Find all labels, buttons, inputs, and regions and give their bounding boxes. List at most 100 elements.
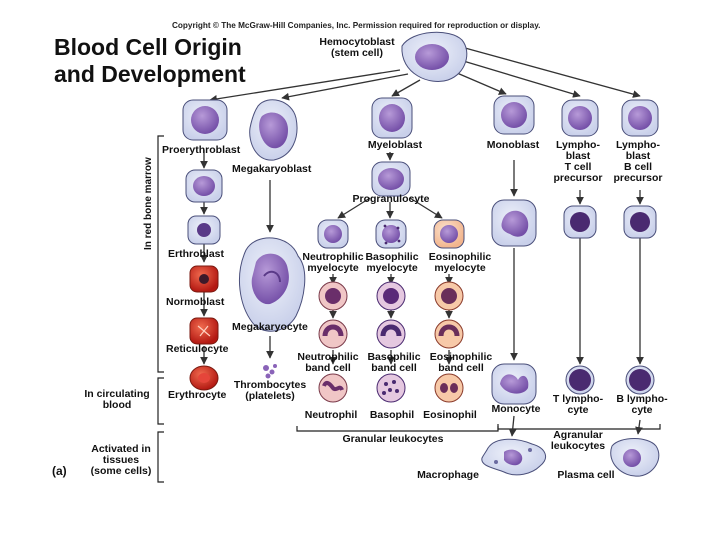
label-t-lymphocyte: T lympho- cyte: [548, 394, 608, 416]
lympho-b-line-4: precursor: [613, 172, 663, 184]
label-normoblast: Normoblast: [166, 296, 225, 308]
thrombocytes-line-1: Thrombocytes: [233, 379, 307, 391]
lympho-t-line-1: Lympho-: [556, 139, 600, 151]
region-label-marrow: In red bone marrow: [143, 157, 154, 250]
prolymphocyte-b-cell: [623, 205, 657, 239]
monocyte-cell: [491, 363, 537, 405]
promonocyte-cell: [491, 199, 537, 247]
monoblast-cell: [493, 95, 535, 135]
marrow-bracket: [157, 135, 164, 373]
basophil-precursor-1-cell: [376, 281, 406, 311]
normoblast-cell: [189, 265, 219, 293]
label-monoblast: Monoblast: [486, 139, 540, 151]
t-lymphocyte-line-1: T lympho-: [552, 393, 604, 405]
lympho-t-line-4: precursor: [553, 172, 603, 184]
blood-bracket: [157, 377, 164, 425]
label-progranulocyte: Progranulocyte: [352, 193, 430, 205]
diagram-title: Blood Cell Origin and Development: [54, 34, 246, 88]
basophilic-band-precursor-cell: [376, 319, 406, 349]
lympho-b-line-2: blast: [625, 150, 651, 162]
label-thrombocytes: Thrombocytes (platelets): [228, 380, 312, 402]
lymphoblast-b-cell: [621, 99, 659, 137]
panel-label: (a): [52, 464, 67, 478]
basophilic-myelocyte-cell: [375, 219, 407, 249]
label-agranular-leukocytes: Agranular leukocytes: [540, 430, 616, 452]
agranular-bracket: [497, 424, 661, 430]
title-line-2: and Development: [54, 61, 246, 87]
lympho-t-line-2: blast: [565, 150, 591, 162]
eosinophilic-myelocyte-cell: [433, 219, 465, 249]
label-hemocytoblast: Hemocytoblast (stem cell): [312, 37, 402, 59]
megakaryoblast-cell: [249, 99, 298, 161]
label-basophil: Basophil: [369, 409, 415, 421]
t-lymphocyte-cell: [565, 365, 595, 395]
eosinophil-precursor-1-cell: [434, 281, 464, 311]
t-lymphocyte-line-2: cyte: [567, 404, 589, 416]
baso-myelo-line-1: Basophilic: [365, 251, 419, 263]
label-erthroblast: Erthroblast: [168, 248, 225, 260]
label-macrophage: Macrophage: [417, 469, 479, 481]
eos-band-line-2: band cell: [438, 362, 484, 374]
hemocytoblast-line-1: Hemocytoblast: [319, 36, 395, 48]
eosinophil-mature-cell: [434, 373, 464, 403]
neut-myelo-line-2: myelocyte: [307, 262, 359, 274]
b-lymphocyte-line-1: B lympho-: [616, 393, 668, 405]
lympho-b-line-3: B cell: [623, 161, 652, 173]
proerythroblast-2-cell: [185, 169, 223, 203]
lineage-arrows: [200, 47, 644, 437]
b-lymphocyte-line-2: cyte: [631, 404, 653, 416]
label-megakaryocyte: Megakaryocyte: [232, 321, 308, 333]
thrombocytes-cells: [263, 364, 277, 379]
macrophage-cell: [481, 438, 547, 476]
granular-bracket: [296, 426, 499, 432]
label-proerythroblast: Proerythroblast: [162, 144, 241, 156]
hemocytoblast-cell: [401, 31, 468, 82]
label-erythrocyte: Erythrocyte: [168, 389, 227, 401]
hemocytoblast-line-2: (stem cell): [331, 47, 383, 59]
region-blood-line-1: In circulating: [84, 388, 150, 400]
myeloblast-cell: [371, 97, 413, 139]
region-tissue-line-2: tissues: [102, 454, 140, 466]
b-lymphocyte-cell: [625, 365, 655, 395]
thrombocytes-line-2: (platelets): [245, 390, 295, 402]
neut-band-line-2: band cell: [305, 362, 351, 374]
region-tissue-line-3: (some cells): [90, 465, 152, 477]
region-brackets: [157, 135, 661, 483]
progranulocyte-cell: [371, 161, 411, 197]
plasma-cell-cell: [610, 438, 660, 477]
label-neutrophilic-myelocyte: Neutrophilic myelocyte: [298, 252, 368, 274]
label-monocyte: Monocyte: [491, 403, 541, 415]
neutrophilic-myelocyte-cell: [317, 219, 349, 249]
neutrophil-band-mature-cell: [318, 373, 348, 403]
eosinophilic-band-precursor-cell: [434, 319, 464, 349]
eos-band-line-1: Eosinophilic: [429, 351, 493, 363]
megakaryocyte-cell: [239, 237, 306, 332]
label-eosinophil: Eosinophil: [423, 409, 477, 421]
label-basophilic-band: Basophilic band cell: [361, 352, 427, 374]
title-line-1: Blood Cell Origin: [54, 34, 242, 60]
eos-myelo-line-2: myelocyte: [434, 262, 486, 274]
region-label-tissue: Activated in tissues (some cells): [84, 444, 158, 477]
basophil-mature-cell: [376, 373, 406, 403]
label-megakaryoblast: Megakaryoblast: [232, 163, 312, 175]
eos-myelo-line-1: Eosinophilic: [428, 251, 492, 263]
label-neutrophilic-band: Neutrophilic band cell: [292, 352, 364, 374]
prolymphocyte-t-cell: [563, 205, 597, 239]
neut-myelo-line-1: Neutrophilic: [302, 251, 364, 263]
neut-band-line-1: Neutrophilic: [297, 351, 359, 363]
label-basophilic-myelocyte: Basophilic myelocyte: [361, 252, 423, 274]
agranular-line-1: Agranular: [553, 429, 603, 441]
label-b-lymphocyte: B lympho- cyte: [612, 394, 672, 416]
tissue-bracket: [157, 431, 164, 483]
label-eosinophilic-band: Eosinophilic band cell: [424, 352, 498, 374]
neutrophilic-band-precursor-cell: [318, 319, 348, 349]
label-myeloblast: Myeloblast: [367, 139, 423, 151]
copyright-notice: Copyright © The McGraw-Hill Companies, I…: [172, 21, 541, 30]
lympho-t-line-3: T cell: [564, 161, 592, 173]
region-blood-line-2: blood: [102, 399, 132, 411]
baso-band-line-2: band cell: [371, 362, 417, 374]
neutrophil-precursor-1-cell: [318, 281, 348, 311]
region-label-blood: In circulating blood: [80, 389, 154, 411]
